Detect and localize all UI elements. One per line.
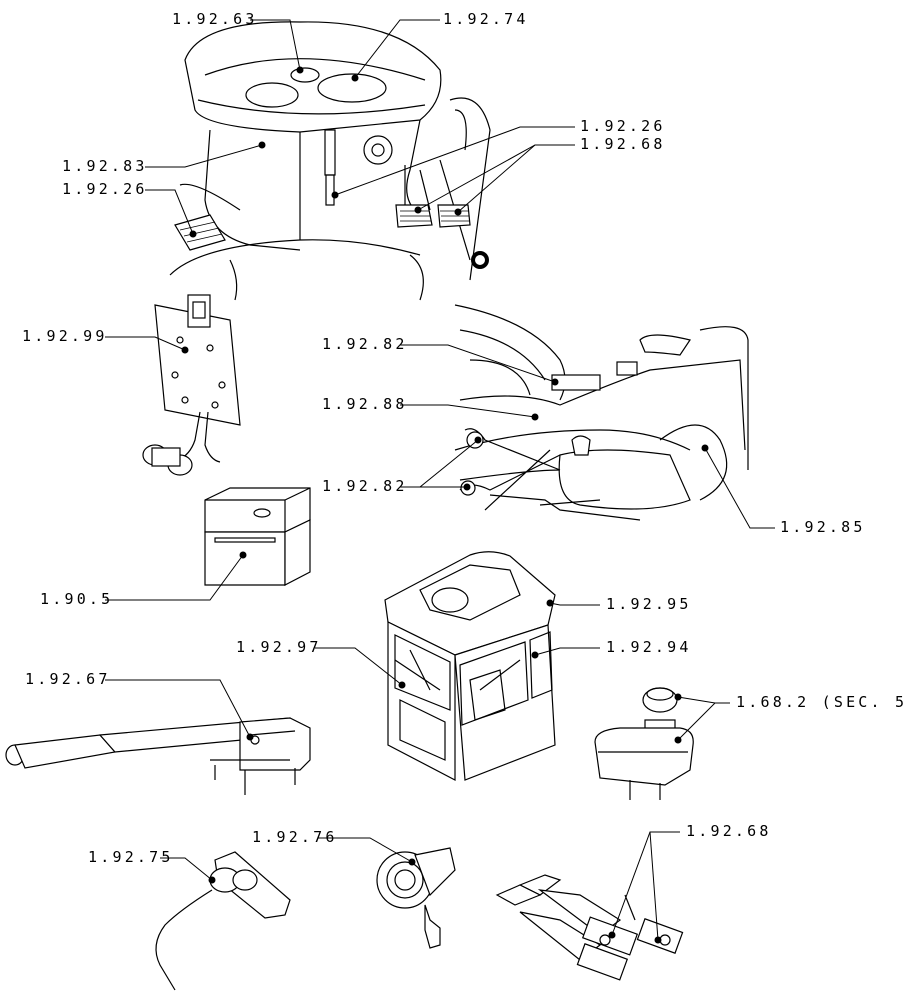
callout-label: 1.92.26 <box>580 117 666 135</box>
handbrake-lever-illustration <box>5 717 311 795</box>
callout-label: 1.92.88 <box>322 395 408 413</box>
callout-label: 1.92.76 <box>252 828 338 846</box>
callout-label: 1.92.97 <box>236 638 322 656</box>
cable-sensor-illustration <box>155 851 291 991</box>
steering-console-illustration <box>169 21 491 301</box>
switch-plate-illustration <box>142 294 241 476</box>
callout-label: 1.92.68 <box>686 822 772 840</box>
callout-label: 1.90.5 <box>40 590 113 608</box>
leader-lines <box>105 19 775 941</box>
fluid-reservoir-illustration <box>594 687 694 800</box>
callout-label: 1.92.94 <box>606 638 692 656</box>
leader-dots <box>181 66 709 944</box>
callout-label: 1.92.95 <box>606 595 692 613</box>
callout-label: 1.92.82 <box>322 477 408 495</box>
callout-label: 1.92.85 <box>780 518 866 536</box>
battery-illustration <box>204 487 311 586</box>
work-lamp-illustration <box>376 847 456 949</box>
callout-labels: 1.92.63 1.92.74 1.92.26 1.92.68 1.92.83 … <box>22 10 904 866</box>
cab-illustration <box>384 551 556 781</box>
callout-label: 1.92.82 <box>322 335 408 353</box>
master-cylinders-illustration <box>495 874 684 981</box>
callout-label: 1.92.68 <box>580 135 666 153</box>
callout-label: 1.92.26 <box>62 180 148 198</box>
callout-label: 1.68.2 (SEC. 5) <box>736 693 904 711</box>
callout-label: 1.92.75 <box>88 848 174 866</box>
callout-label: 1.92.99 <box>22 327 108 345</box>
callout-label: 1.92.67 <box>25 670 111 688</box>
callout-label: 1.92.83 <box>62 157 148 175</box>
callout-label: 1.92.63 <box>172 10 258 28</box>
seat-console-illustration <box>454 304 749 521</box>
callout-label: 1.92.74 <box>443 10 529 28</box>
